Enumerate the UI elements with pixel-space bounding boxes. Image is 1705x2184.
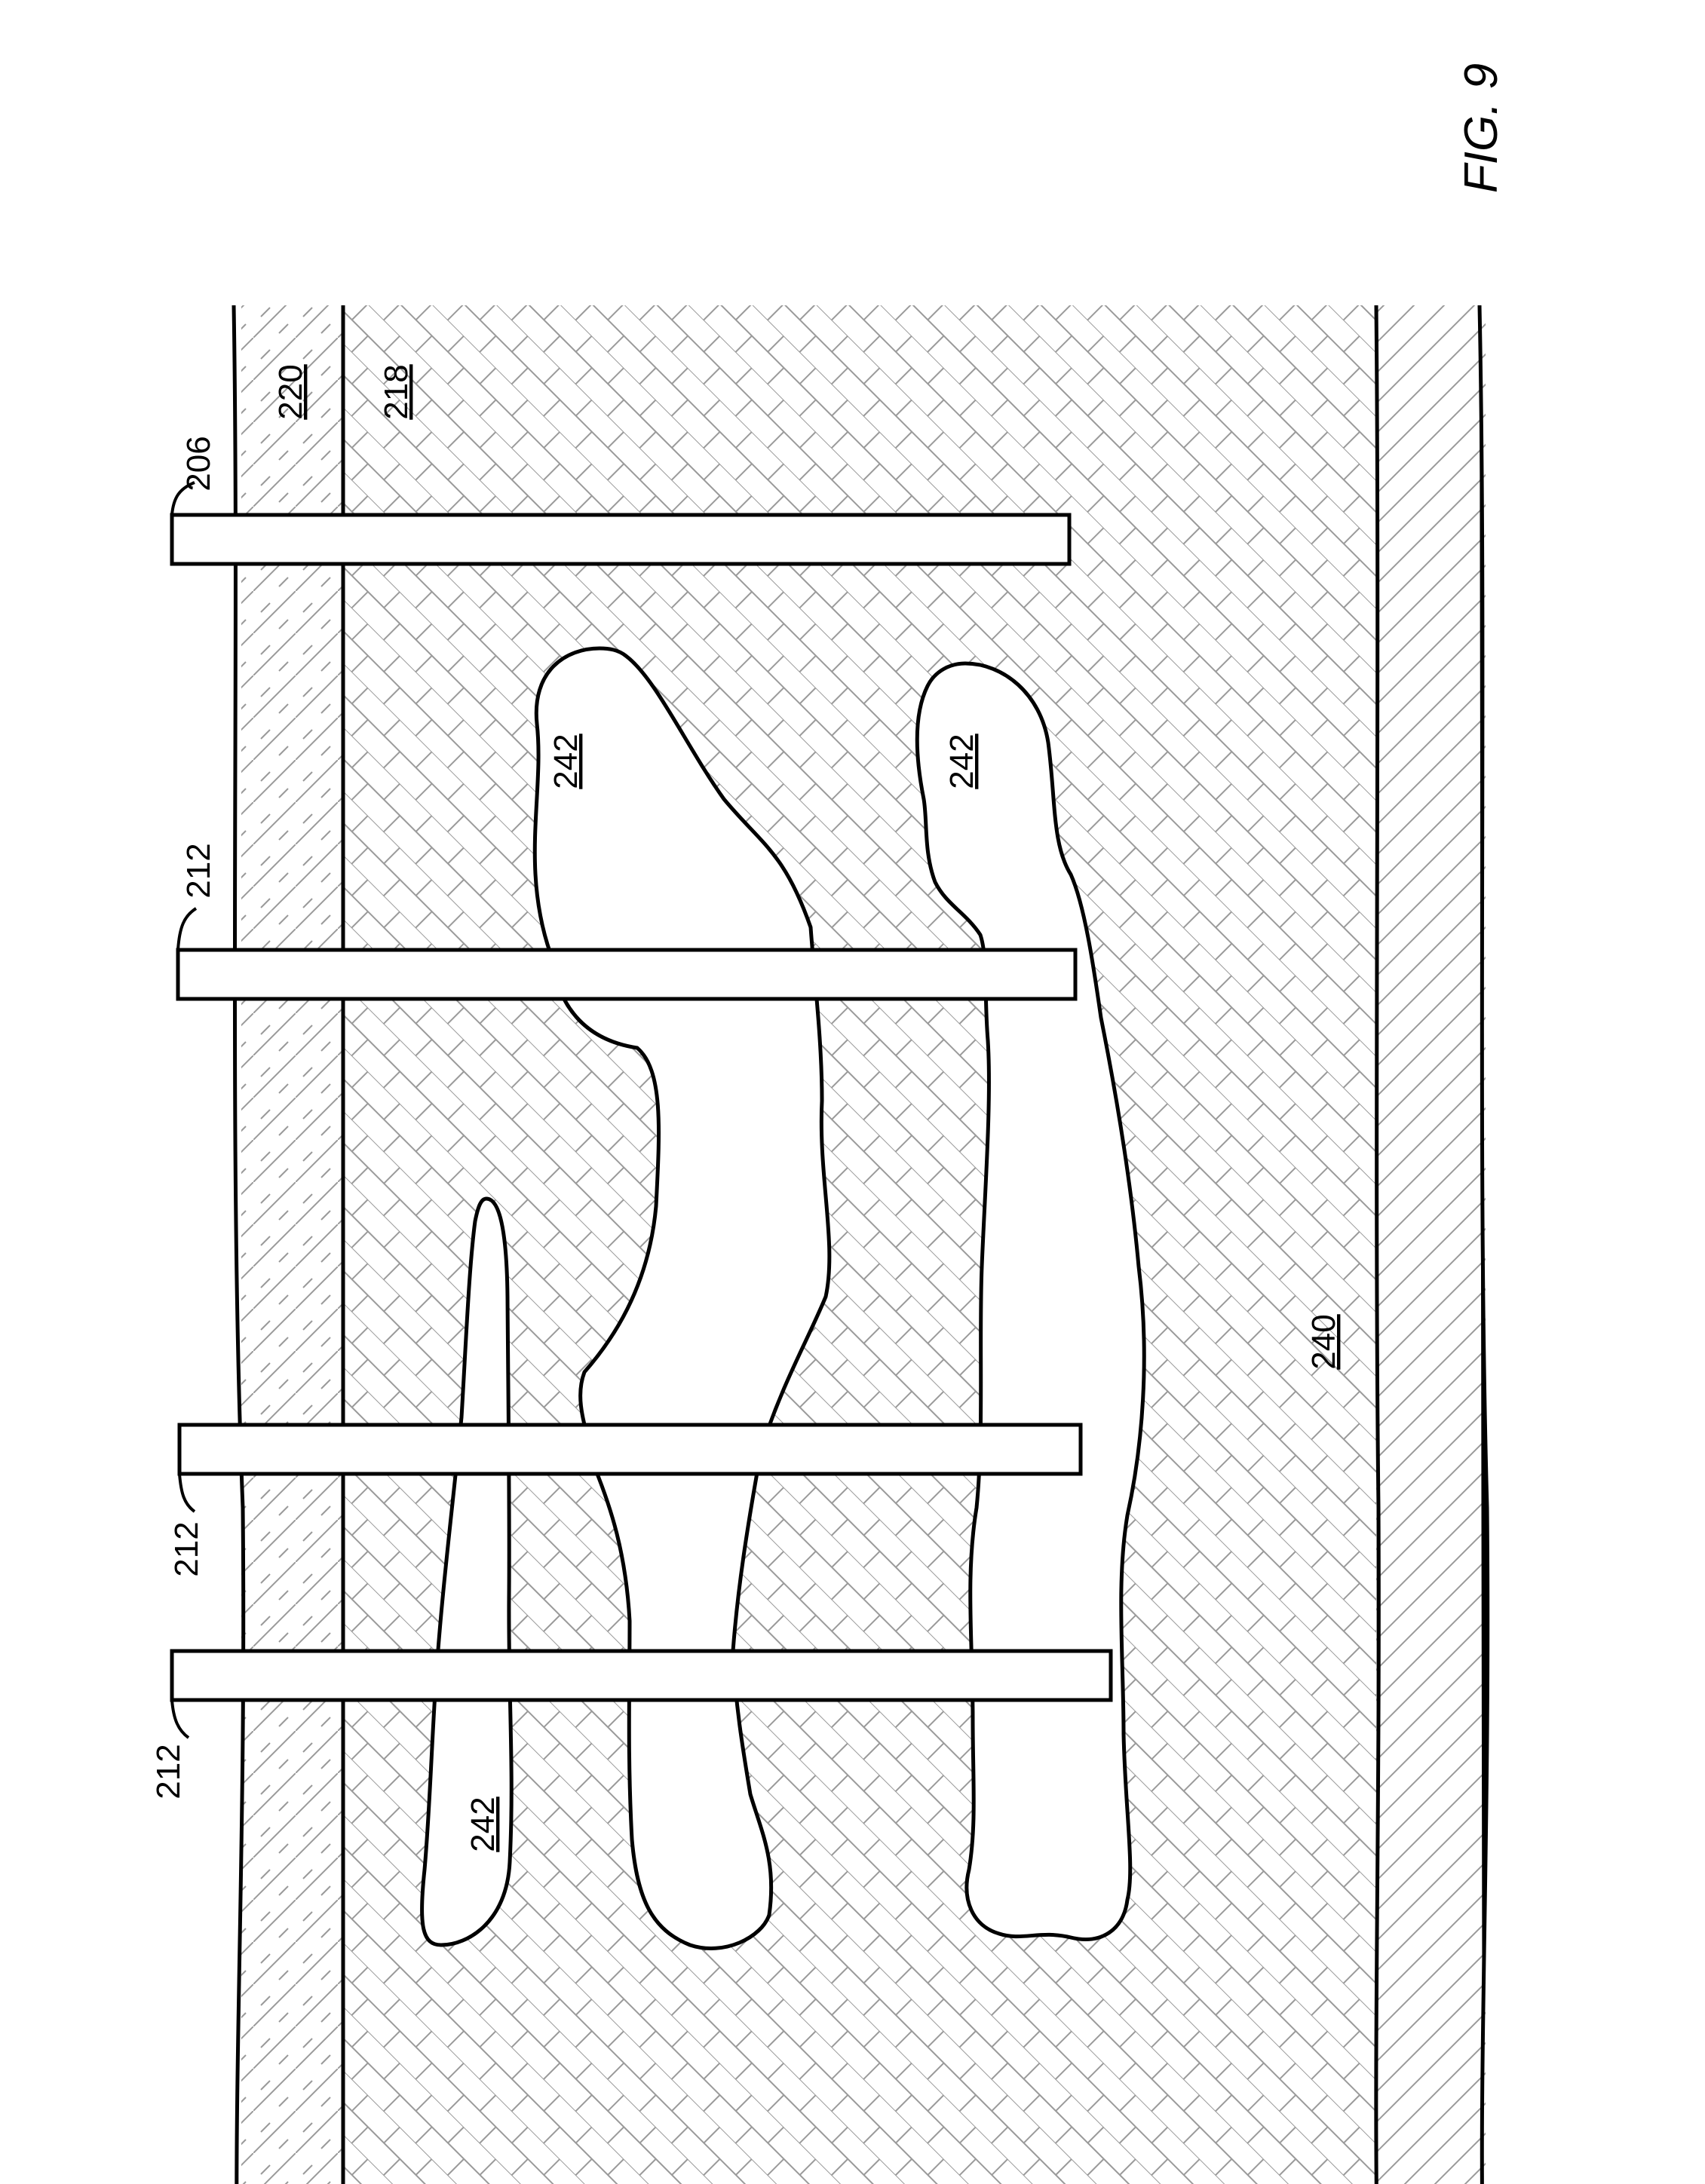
figure-caption: FIG. 9 xyxy=(1455,63,1507,193)
label-242-lower: 242 xyxy=(943,734,980,789)
fracture-242-lower xyxy=(915,661,1146,1942)
layer-218-region xyxy=(343,305,1376,2184)
label-212-a: 212 xyxy=(180,843,217,898)
label-218: 218 xyxy=(378,364,415,419)
wellbore-206 xyxy=(170,513,1072,566)
wellbore-212-b xyxy=(177,1423,1083,1476)
leader-212-a xyxy=(176,907,198,951)
label-206: 206 xyxy=(180,436,217,491)
layer-220-region xyxy=(241,305,343,2184)
label-242-thin: 242 xyxy=(465,1797,501,1852)
leader-212-c xyxy=(170,1699,190,1739)
leader-212-b xyxy=(178,1473,196,1513)
wellbore-212-a xyxy=(176,948,1078,1001)
top-boundary-line xyxy=(232,305,246,2184)
layer-240-boundary-line xyxy=(1374,305,1381,2184)
label-242-upper: 242 xyxy=(547,734,584,789)
label-212-b: 212 xyxy=(168,1521,205,1576)
leader-206 xyxy=(170,481,195,516)
wellbore-212-c xyxy=(170,1649,1113,1702)
layer-240-lower-region xyxy=(1376,305,1486,2184)
bottom-boundary-line xyxy=(1477,305,1490,2184)
label-240: 240 xyxy=(1305,1314,1342,1369)
label-220: 220 xyxy=(272,364,309,419)
label-212-c: 212 xyxy=(150,1744,187,1799)
